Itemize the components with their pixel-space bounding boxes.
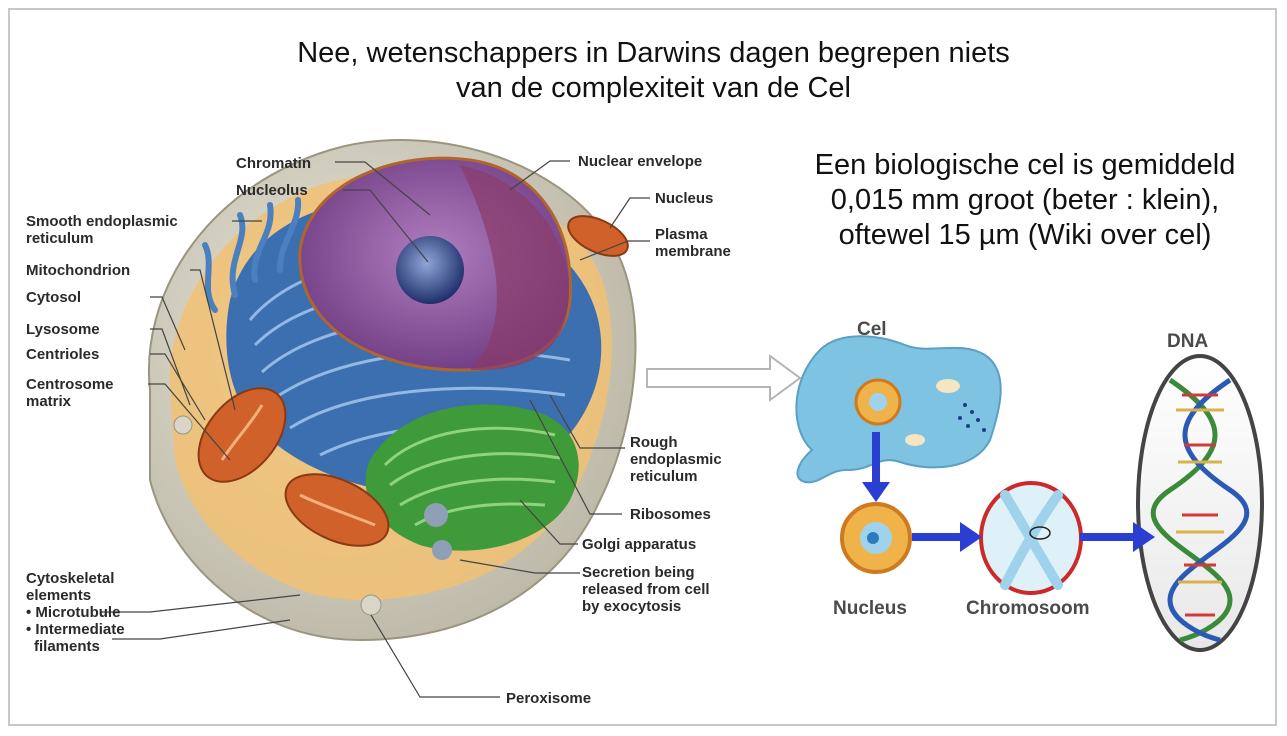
label-centrosome-1: Centrosome <box>26 376 114 393</box>
label-golgi: Golgi apparatus <box>582 536 696 553</box>
chromosome-illustration <box>981 483 1081 593</box>
label-nucleus-small: Nucleus <box>833 598 907 620</box>
label-chromatin: Chromatin <box>236 155 311 172</box>
label-cel: Cel <box>857 319 887 341</box>
label-nucleolus: Nucleolus <box>236 182 308 199</box>
label-rough-er-2: endoplasmic <box>630 451 722 468</box>
small-nucleus-illustration <box>842 504 910 572</box>
label-plasma-2: membrane <box>655 243 731 260</box>
label-intermediate-1: • Intermediate <box>26 621 125 638</box>
label-centrioles: Centrioles <box>26 346 99 363</box>
label-microtubule: • Microtubule <box>26 604 120 621</box>
label-smooth-er-1: Smooth endoplasmic <box>26 213 178 230</box>
label-secretion-1: Secretion being <box>582 564 695 581</box>
label-dna: DNA <box>1167 331 1208 353</box>
dna-illustration <box>1138 356 1262 650</box>
label-centrosome-2: matrix <box>26 393 71 410</box>
label-plasma-1: Plasma <box>655 226 708 243</box>
label-nuclear-envelope: Nuclear envelope <box>578 153 702 170</box>
label-secretion-3: by exocytosis <box>582 598 681 615</box>
outline-arrow <box>647 356 800 400</box>
label-cytosol: Cytosol <box>26 289 81 306</box>
label-rough-er-1: Rough <box>630 434 677 451</box>
label-cytoskeletal-2: elements <box>26 587 91 604</box>
label-nucleus: Nucleus <box>655 190 713 207</box>
label-smooth-er-2: reticulum <box>26 230 94 247</box>
label-secretion-2: released from cell <box>582 581 710 598</box>
label-intermediate-2: filaments <box>34 638 100 655</box>
label-rough-er-3: reticulum <box>630 468 698 485</box>
label-cytoskeletal-1: Cytoskeletal <box>26 570 114 587</box>
label-mitochondrion: Mitochondrion <box>26 262 130 279</box>
small-cell-illustration <box>796 336 1000 482</box>
label-ribosomes: Ribosomes <box>630 506 711 523</box>
nucleolus-shape <box>396 236 464 304</box>
label-peroxisome: Peroxisome <box>506 690 591 707</box>
label-lysosome: Lysosome <box>26 321 100 338</box>
label-chromosoom: Chromosoom <box>966 598 1090 620</box>
